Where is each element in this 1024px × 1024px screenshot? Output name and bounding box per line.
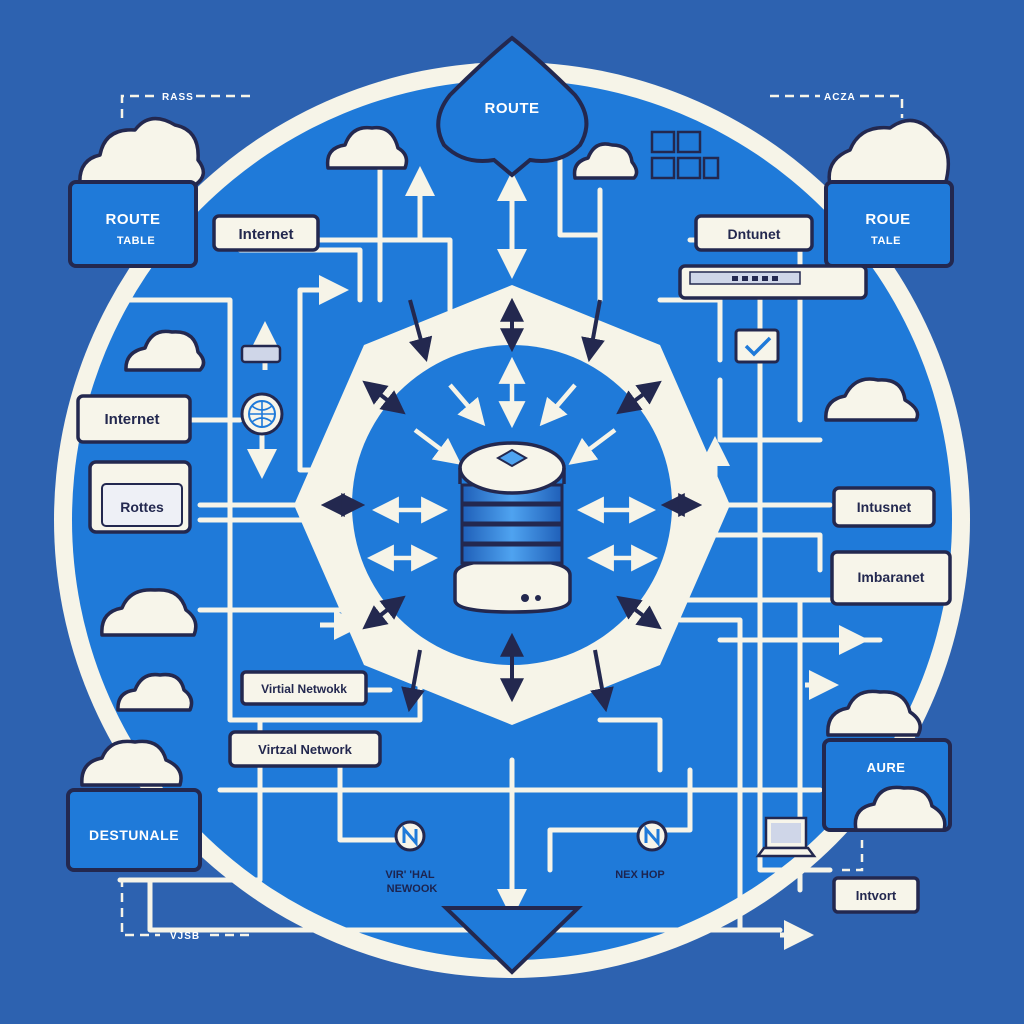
corner-label-top-right: ACZA — [770, 92, 902, 118]
route-table-left-card: ROUTE TABLE — [70, 182, 196, 266]
azure-card: AURE — [824, 740, 950, 830]
dashed-connector — [840, 840, 862, 870]
corner-text-vjsb: VJSB — [170, 931, 200, 942]
top-route-label: ROUTE — [485, 100, 540, 117]
corner-text-acza: ACZA — [824, 92, 856, 103]
pill-text-internet-top: Internet — [238, 226, 293, 243]
top-route-node: ROUTE — [438, 38, 586, 175]
laptop-icon — [758, 818, 814, 856]
navigation-icon — [638, 822, 666, 850]
route-table-right-line2: TALE — [871, 235, 901, 247]
globe-icon — [242, 394, 282, 434]
pill-text-internet-left: Internet — [104, 411, 159, 428]
destination-card: DESTUNALE — [68, 790, 200, 870]
cloud-icon — [829, 120, 948, 185]
route-table-right-line1: ROUE — [865, 211, 910, 228]
database-server-icon — [455, 443, 570, 612]
azure-label: AURE — [867, 760, 906, 775]
destination-label: DESTUNALE — [89, 827, 179, 843]
switch-icon — [242, 346, 280, 362]
pill-text-virtual-network-lower: Virtzal Network — [258, 742, 352, 757]
hop-label-virtual-line1: VIR' 'HAL — [385, 869, 435, 881]
router-icon — [680, 266, 866, 298]
checkmark-icon — [736, 330, 778, 362]
pill-text-routes: Rottes — [120, 499, 164, 515]
corner-label-top-left: RASS — [122, 92, 250, 118]
hop-label-virtual-line2: NEWOOK — [387, 883, 438, 895]
route-table-right-card: ROUE TALE — [826, 182, 952, 266]
corner-text-rass: RASS — [162, 92, 194, 103]
hop-label-next-hop: NEX HOP — [615, 869, 665, 881]
route-table-left-line1: ROUTE — [106, 211, 161, 228]
cloud-icon — [80, 119, 203, 185]
pill-text-intusnet: Intusnet — [857, 499, 912, 515]
pill-text-intvort: Intvort — [856, 888, 897, 903]
pill-text-imbaranet: Imbaranet — [858, 569, 925, 585]
pill-text-virtual-network-upper: Virtial Netwokk — [261, 682, 347, 696]
route-table-left-line2: TABLE — [117, 235, 155, 247]
navigation-icon — [396, 822, 424, 850]
pill-text-dntunet: Dntunet — [728, 226, 781, 242]
